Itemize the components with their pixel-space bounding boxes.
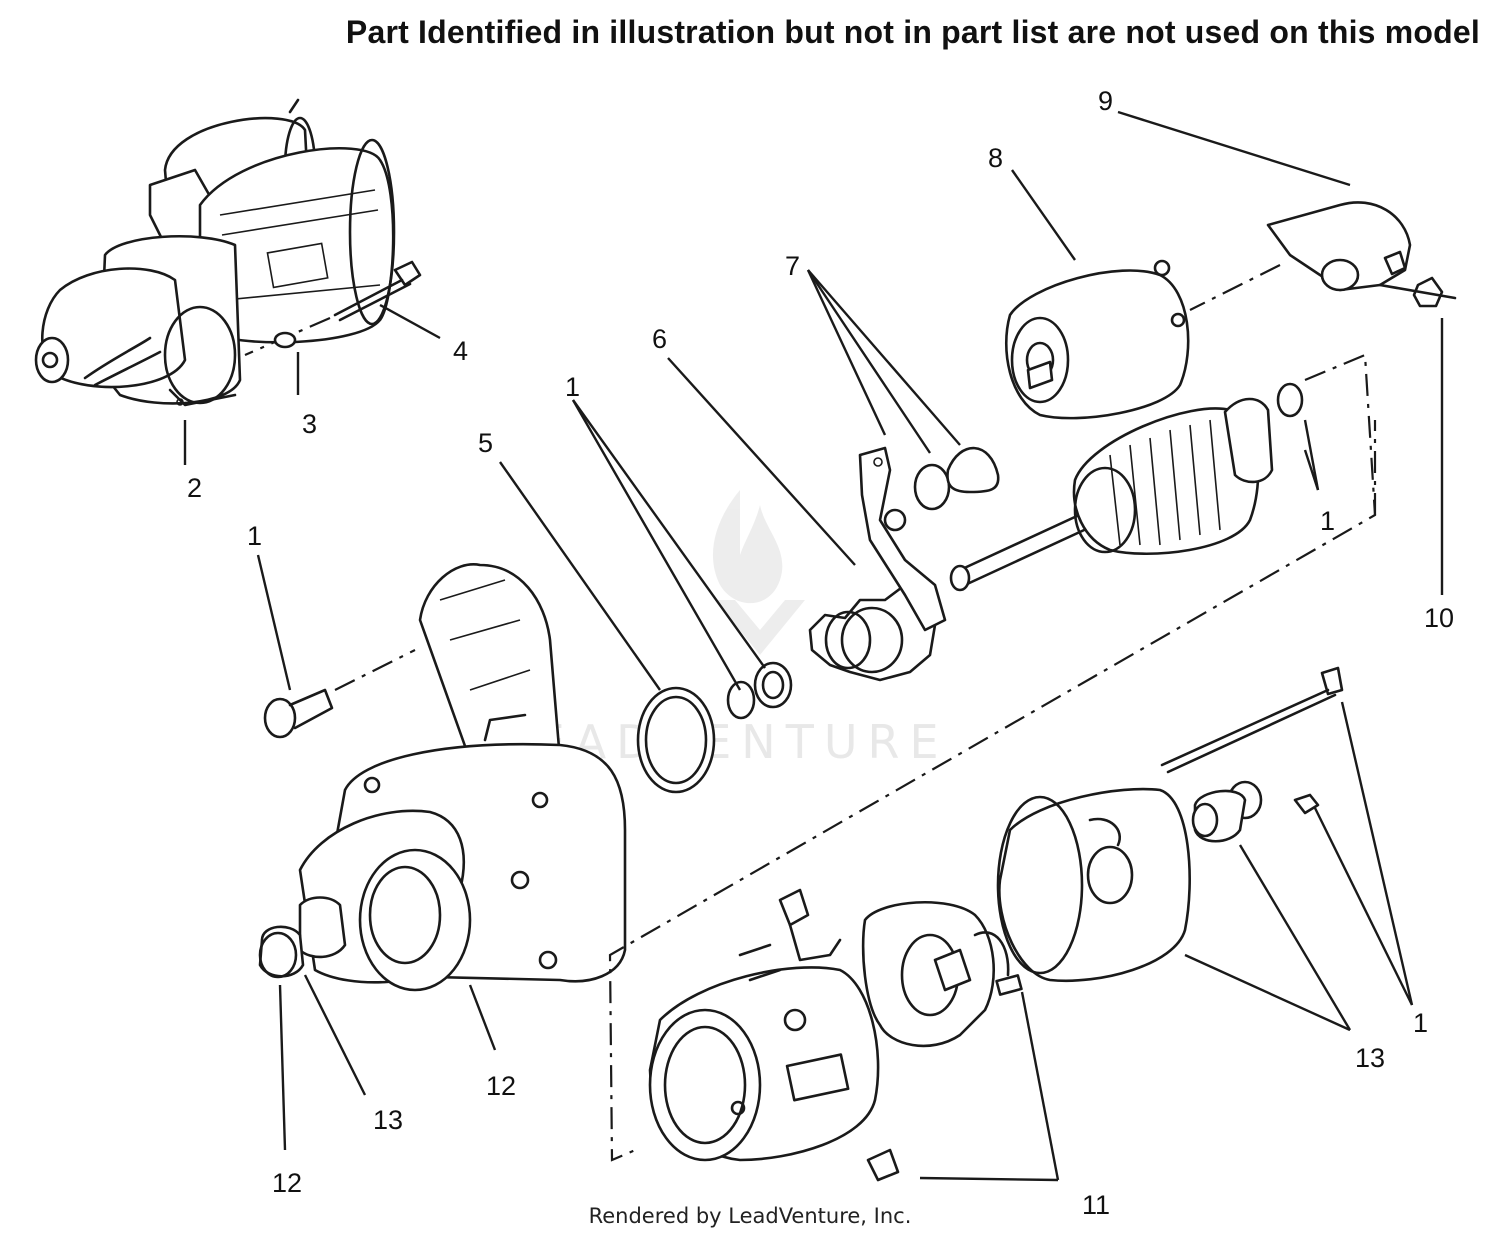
callout-5: 5: [478, 428, 493, 458]
drive-pinion-part-6: [808, 446, 947, 682]
callout-2: 2: [187, 473, 202, 503]
render-credit: Rendered by LeadVenture, Inc.: [0, 1204, 1500, 1228]
screw-part-1-left: [263, 649, 416, 739]
render-credit-text: Rendered by LeadVenture, Inc.: [588, 1204, 912, 1228]
brush-spring-part-11: [866, 1148, 900, 1182]
callout-11: 11: [1082, 1190, 1110, 1220]
drive-housing-drawing: [258, 563, 627, 992]
callout-12-left: 12: [272, 1168, 302, 1198]
terminal-cover-part-9: [1189, 201, 1412, 311]
callout-10: 10: [1424, 603, 1454, 633]
retainer-collar-part-1: [726, 661, 793, 720]
bushing-part-13: [1191, 780, 1263, 843]
callout-3: 3: [302, 409, 317, 439]
leader-lines: [183, 110, 1444, 1182]
plunger-washer-part-7: [913, 463, 951, 511]
assembled-starter-drawing: [34, 98, 396, 407]
small-screw-part-1: [1293, 793, 1320, 815]
callout-13-right: 13: [1355, 1043, 1385, 1073]
callout-13-left: 13: [373, 1105, 403, 1135]
callout-1-armature: 1: [1320, 506, 1335, 536]
plunger-cap-part-7: [946, 446, 1000, 494]
callout-9: 9: [1098, 86, 1113, 116]
callout-4: 4: [453, 336, 468, 366]
solenoid-part-8: [1004, 259, 1190, 420]
washer-part-3: [273, 331, 297, 349]
callout-6: 6: [652, 324, 667, 354]
field-frame-drawing: [996, 787, 1191, 983]
callout-1-bolt: 1: [1413, 1008, 1428, 1038]
seal-ring-part-5: [636, 686, 716, 794]
armature-drawing: [949, 382, 1304, 592]
brush-holder-drawing: [861, 900, 1023, 1048]
end-frame-drawing: [648, 888, 880, 1162]
diagram-notice: Part Identified in illustration but not …: [345, 14, 1480, 50]
assembly-boundary: [608, 353, 1377, 1162]
callout-12-housing: 12: [486, 1071, 516, 1101]
callout-8: 8: [988, 143, 1003, 173]
callout-7: 7: [785, 251, 800, 281]
through-bolt-part-1-right: [1160, 666, 1344, 774]
callout-1-collar: 1: [565, 372, 580, 402]
nut-part-10: [1378, 276, 1457, 308]
callout-1-screw: 1: [247, 521, 262, 551]
